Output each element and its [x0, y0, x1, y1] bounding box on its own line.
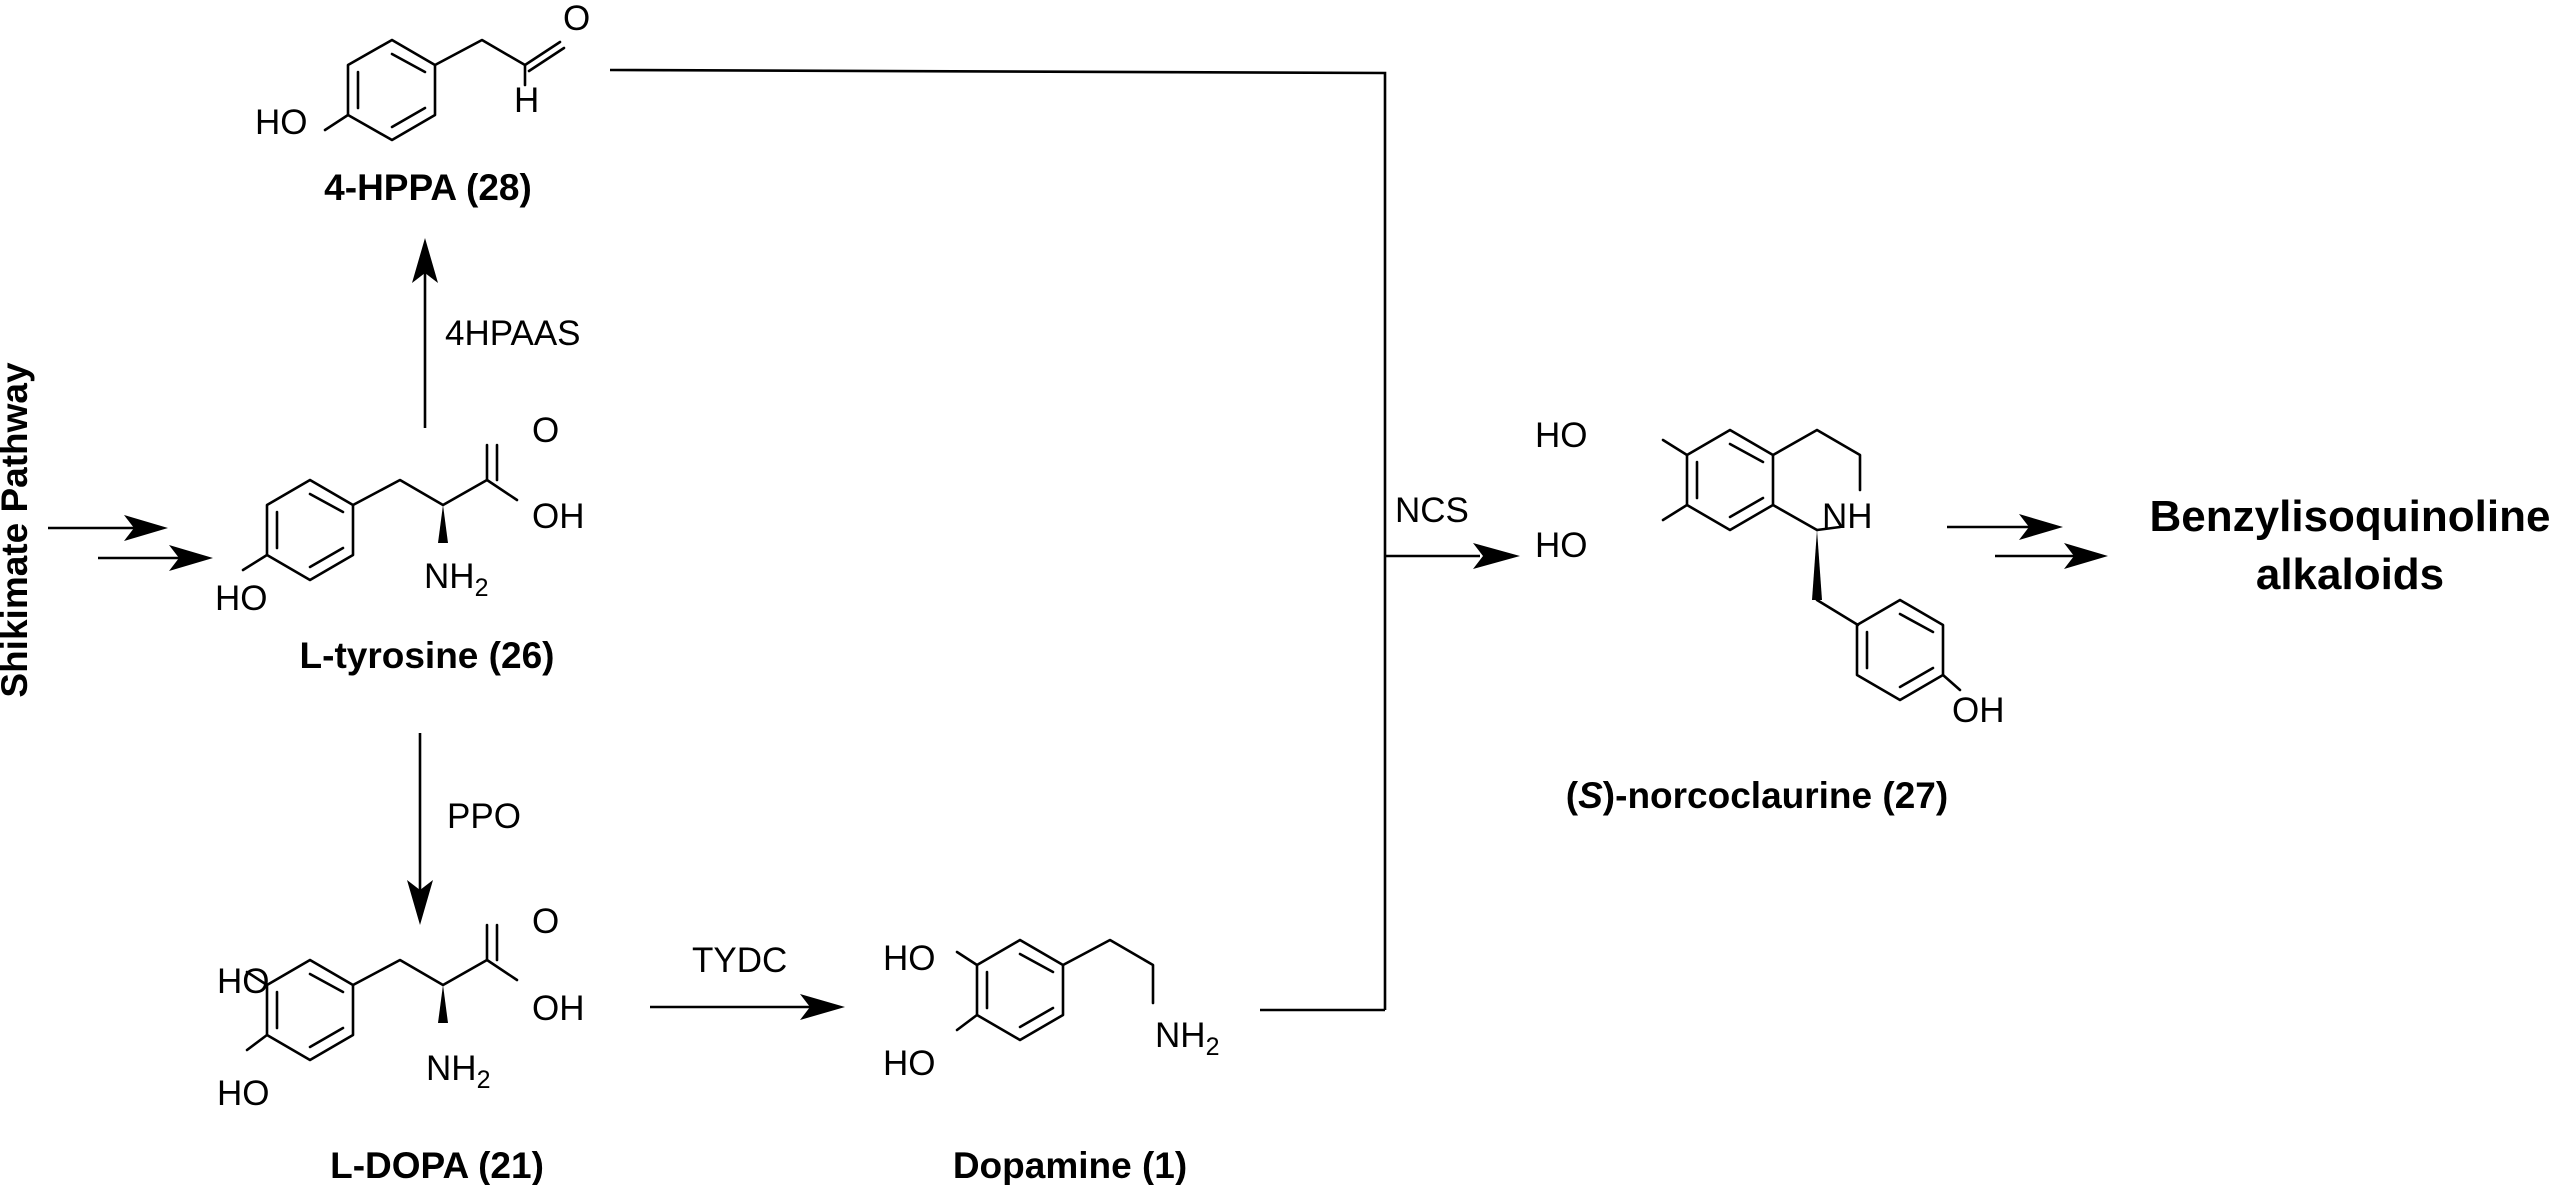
hppa-hydroxyl: HO	[255, 103, 308, 142]
dopamine-hydroxyl-4: HO	[883, 1044, 936, 1083]
enzyme-label-tydc: TYDC	[692, 941, 787, 980]
enzyme-label-ppo: PPO	[447, 797, 521, 836]
norcoclaurine-phenol-oh: OH	[1952, 691, 2005, 730]
hppa-structure	[323, 38, 566, 142]
dopa-amine: NH2	[426, 1049, 490, 1094]
hppa-aldehyde-oxygen: O	[563, 0, 590, 38]
arrow-tydc	[650, 994, 845, 1020]
compound-label-dopamine: Dopamine (1)	[953, 1145, 1187, 1185]
compound-l-tyrosine: HO O OH NH2 L-tyrosine (26)	[215, 411, 585, 676]
dopamine-structure	[955, 938, 1155, 1042]
dopamine-amine: NH2	[1155, 1016, 1219, 1061]
compound-l-dopa: HO HO O OH NH2 L-DOPA (21)	[217, 902, 585, 1185]
product-label-line-1: Benzylisoquinoline	[2150, 492, 2551, 541]
dopa-hydroxyl-4: HO	[217, 1074, 270, 1113]
tyrosine-structure	[241, 443, 519, 582]
dopa-structure	[245, 923, 519, 1062]
tyrosine-hydroxyl: HO	[215, 579, 268, 618]
enzyme-label-ncs: NCS	[1395, 491, 1469, 530]
tyrosine-carboxyl-oh: OH	[532, 497, 585, 536]
dopa-carboxyl-oh: OH	[532, 989, 585, 1028]
tyrosine-carbonyl-oxygen: O	[532, 411, 559, 450]
dopa-carbonyl-oxygen: O	[532, 902, 559, 941]
compound-label-4-hppa: 4-HPPA (28)	[324, 167, 532, 208]
compound-label-l-dopa: L-DOPA (21)	[330, 1145, 544, 1185]
side-label: Shikimate Pathway	[0, 362, 35, 698]
hppa-aldehyde-hydrogen: H	[514, 81, 539, 120]
compound-label-l-tyrosine: L-tyrosine (26)	[300, 635, 555, 676]
arrow-4hpaas	[412, 238, 438, 428]
norcoclaurine-structure	[1661, 428, 1962, 702]
compound-4-hppa: HO O H 4-HPPA (28)	[255, 0, 590, 208]
compound-s-norcoclaurine: HO HO NH OH (S)-norcoclaurine (27)	[1535, 416, 2005, 816]
dopa-hydroxyl-3: HO	[217, 962, 270, 1001]
compound-dopamine: HO HO NH2 Dopamine (1)	[883, 938, 1219, 1185]
dopamine-hydroxyl-3: HO	[883, 939, 936, 978]
product-double-arrow	[1947, 514, 2108, 569]
norcoclaurine-hydroxyl-6: HO	[1535, 416, 1588, 455]
connector-lines	[609, 68, 1520, 1012]
entry-double-arrow	[48, 515, 213, 571]
product-label-line-2: alkaloids	[2256, 550, 2444, 599]
arrow-ppo	[407, 733, 433, 925]
enzyme-label-4hpaas: 4HPAAS	[445, 314, 581, 353]
compound-label-s-norcoclaurine: (S)-norcoclaurine (27)	[1566, 775, 1948, 816]
tyrosine-amine: NH2	[424, 557, 488, 602]
norcoclaurine-ring-nh: NH	[1822, 497, 1873, 536]
norcoclaurine-hydroxyl-7: HO	[1535, 526, 1588, 565]
